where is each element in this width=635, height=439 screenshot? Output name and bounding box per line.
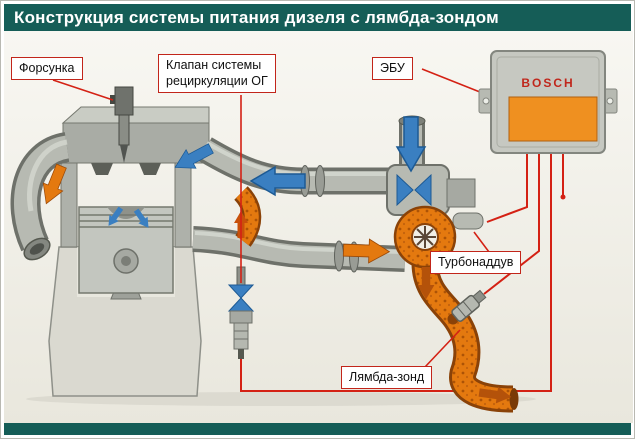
injector bbox=[110, 86, 134, 163]
valve-left bbox=[91, 163, 113, 175]
leader-injector bbox=[52, 79, 114, 101]
ecu-label-plate bbox=[508, 96, 598, 142]
label-egr-line2: рециркуляции ОГ bbox=[166, 74, 268, 88]
turbocharger bbox=[393, 205, 519, 413]
ecu-wires bbox=[483, 153, 564, 295]
page-title: Конструкция системы питания дизеля с лям… bbox=[14, 8, 499, 27]
piston bbox=[78, 206, 174, 294]
exhaust-elbow bbox=[10, 132, 71, 261]
egr-passage bbox=[233, 186, 262, 247]
label-egr-valve: Клапан системы рециркуляции ОГ bbox=[158, 54, 276, 93]
label-egr-line1: Клапан системы bbox=[166, 58, 262, 72]
bottom-bar bbox=[4, 423, 631, 435]
cylinder-head bbox=[61, 106, 210, 175]
leader-turbo bbox=[473, 231, 490, 253]
pipe-flange bbox=[315, 165, 325, 197]
pipe-flange bbox=[334, 240, 344, 272]
lambda-sensor bbox=[447, 289, 487, 325]
exhaust-pipe bbox=[192, 226, 406, 273]
ecu-wire-egr bbox=[240, 153, 552, 392]
label-injector: Форсунка bbox=[11, 57, 83, 80]
cylinder-wall-right bbox=[174, 162, 192, 248]
wire-terminal bbox=[560, 194, 566, 200]
ecu-brand: BOSCH bbox=[521, 76, 574, 90]
label-ecu: ЭБУ bbox=[372, 57, 413, 80]
ecu-unit: BOSCH bbox=[478, 50, 618, 154]
leader-lambda bbox=[424, 329, 461, 368]
engine-block bbox=[48, 106, 210, 397]
title-bar: Конструкция системы питания дизеля с лям… bbox=[4, 4, 631, 31]
throttle-flap bbox=[414, 173, 432, 207]
throttle-flap bbox=[396, 173, 414, 207]
label-lambda: Лямбда-зонд bbox=[341, 366, 433, 389]
wastegate-actuator bbox=[452, 212, 484, 230]
label-turbo: Турбонаддув bbox=[430, 251, 522, 274]
valve-right bbox=[139, 163, 161, 175]
leader-lines bbox=[52, 68, 496, 368]
turbine-wheel bbox=[414, 226, 436, 248]
